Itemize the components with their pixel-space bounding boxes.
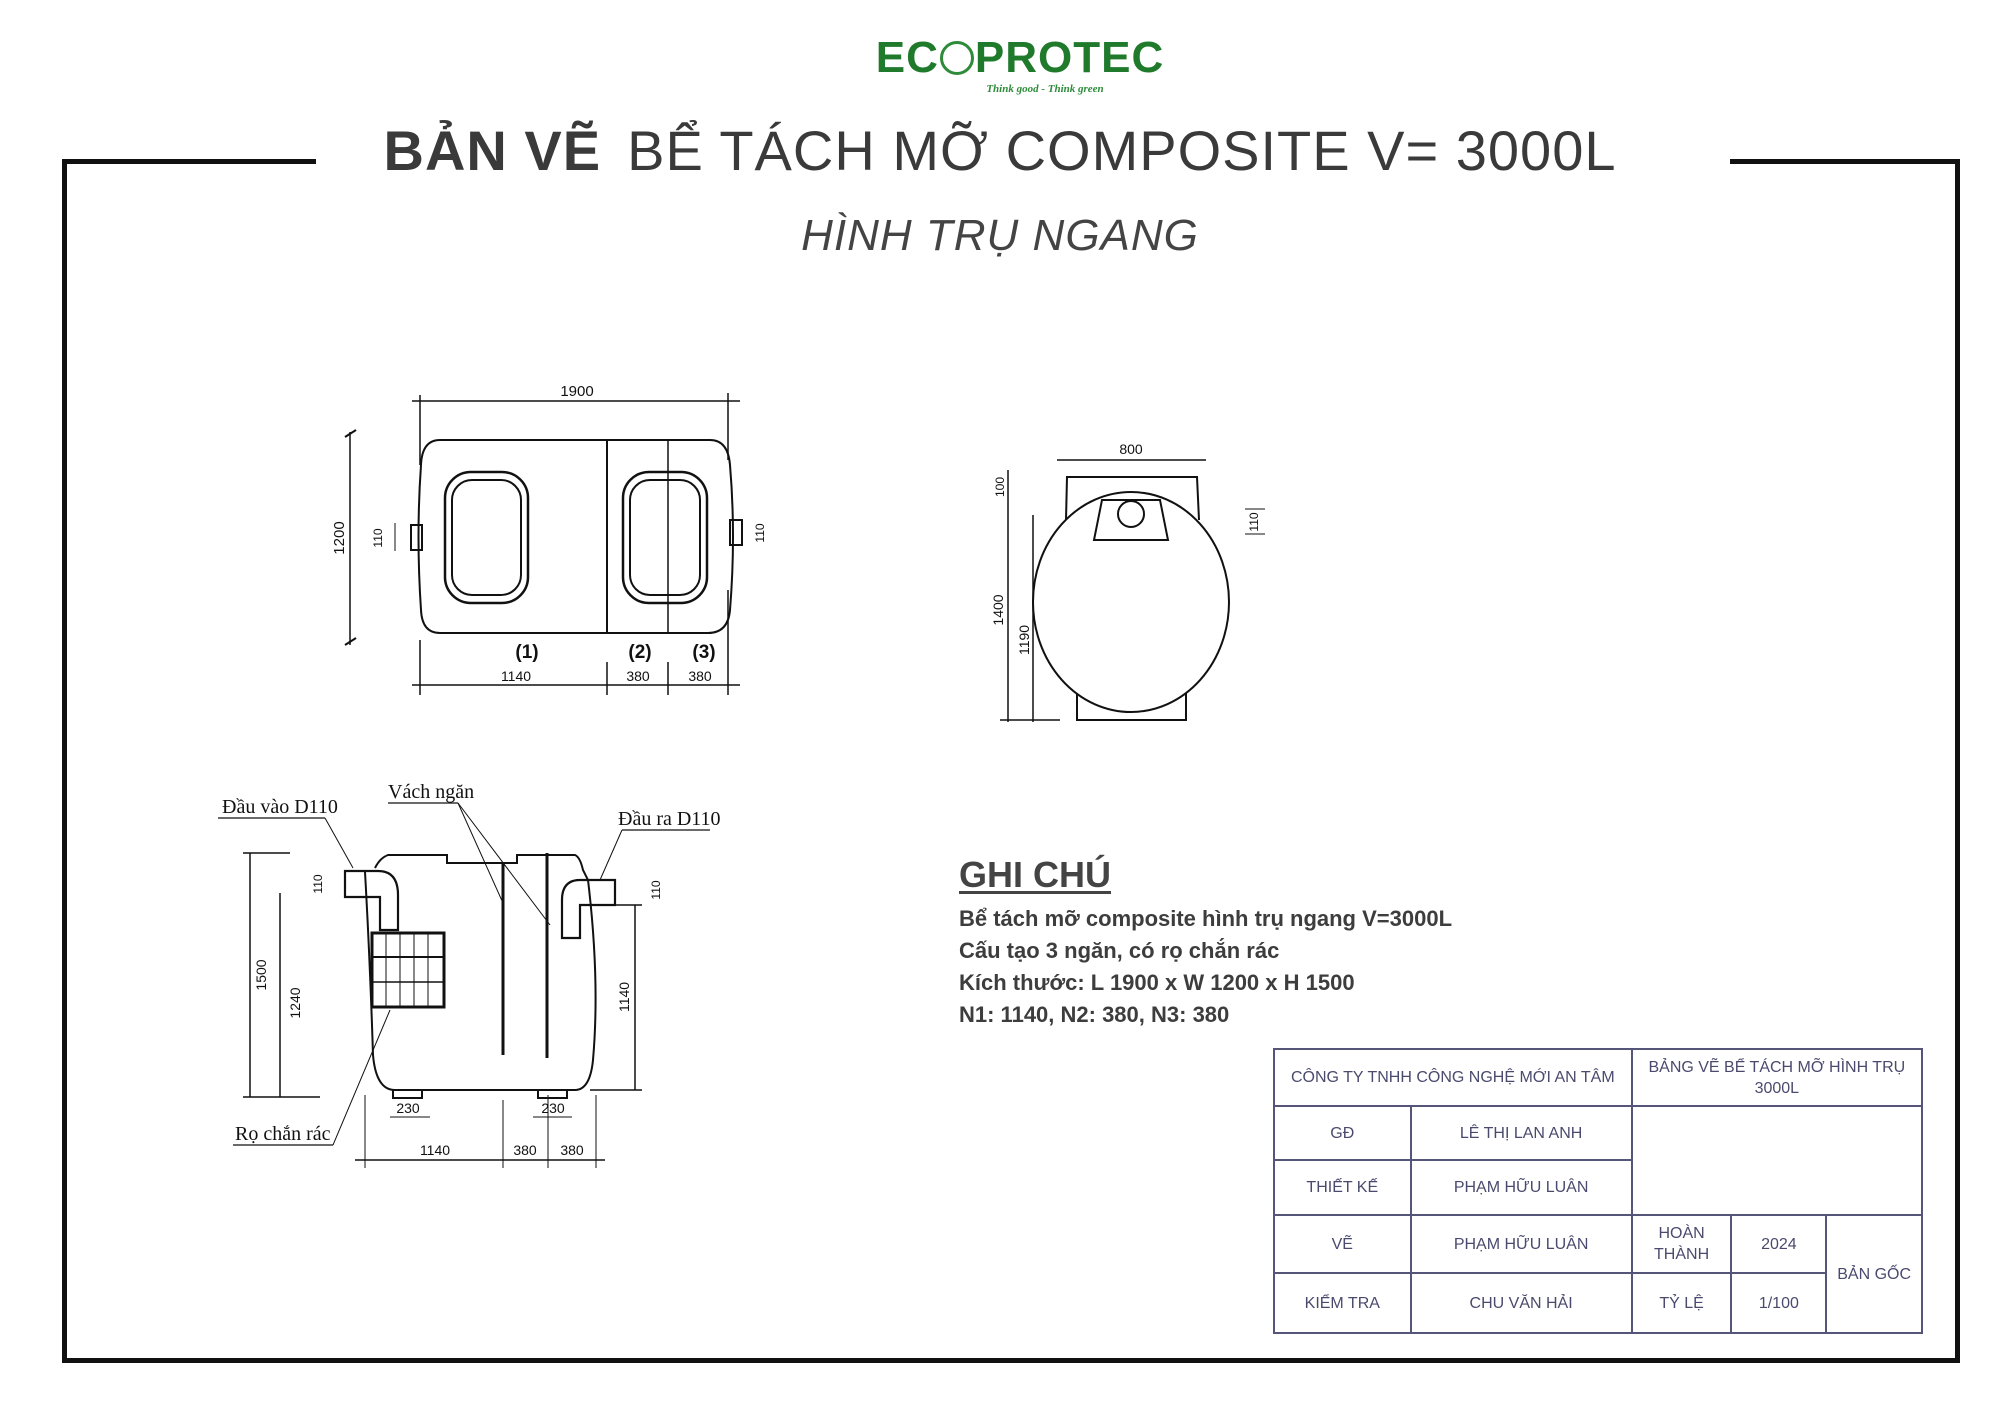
page-title: BẢN VẼ BỂ TÁCH MỠ COMPOSITE V= 3000L [300,118,1700,184]
logo: EC PROTEC Think good - Think green [820,34,1220,106]
dim-section-n3: 380 [560,1142,584,1158]
chamber-3-label: (3) [692,642,715,663]
dim-width: 1200 [331,521,348,554]
logo-text-2: PROTEC [974,33,1165,82]
dim-side-top: 100 [993,477,1007,497]
dim-section-height: 1500 [253,959,269,990]
person-cell: PHẠM HỮU LUÂN [1409,1159,1633,1216]
dim-foot-1: 230 [396,1100,420,1116]
dim-n3: 380 [688,668,712,684]
dim-section-n2: 380 [513,1142,537,1158]
company-name: CÔNG TY TNHH CÔNG NGHỆ MỚI AN TÂM [1273,1048,1633,1107]
dim-section-n1: 1140 [420,1142,450,1158]
dim-side-height: 1400 [990,594,1006,625]
role-cell: THIẾT KẾ [1273,1159,1412,1216]
completed-label: HOÀN THÀNH [1630,1214,1733,1274]
logo-ring-icon [939,41,974,75]
role-cell: VẼ [1273,1214,1412,1274]
note-line: Cấu tạo 3 ngăn, có rọ chắn rác [959,938,1280,963]
chamber-1-label: (1) [515,642,538,663]
role-cell: GĐ [1273,1105,1412,1161]
side-view-drawing [1000,459,1265,722]
top-view-drawing [344,393,743,695]
dim-foot-2: 230 [541,1100,565,1116]
note-line: N1: 1140, N2: 380, N3: 380 [959,1002,1230,1027]
partition-label: Vách ngăn [388,781,474,803]
dim-pipe-out: 110 [753,523,767,542]
drawing-name: BẢNG VẼ BỂ TÁCH MỠ HÌNH TRỤ 3000L [1630,1048,1924,1107]
dim-side-inner: 1190 [1016,625,1032,655]
dim-pipe-in-section: 110 [311,874,325,893]
frame-right [1955,159,1960,1363]
chamber-2-label: (2) [628,642,651,663]
basket-label: Rọ chắn rác [235,1123,331,1145]
note-line: Kích thước: L 1900 x W 1200 x H 1500 [959,970,1355,995]
dim-side-width: 800 [1119,441,1143,457]
note-line: Bể tách mỡ composite hình trụ ngang V=30… [959,906,1453,931]
title-rest: BỂ TÁCH MỠ COMPOSITE V= 3000L [627,119,1617,182]
role-cell: KIỂM TRA [1273,1272,1412,1334]
title-block-table: CÔNG TY TNHH CÔNG NGHỆ MỚI AN TÂM BẢNG V… [1273,1048,1924,1334]
logo-tagline: Think good - Think green [986,83,1104,95]
completed-value: 2024 [1730,1214,1828,1274]
title-bold: BẢN VẼ [383,119,602,182]
scale-value: 1/100 [1730,1272,1828,1334]
dim-inlet-height: 1240 [287,987,303,1018]
frame-top-left [64,159,316,164]
scale-label: TỶ LỆ [1630,1272,1733,1334]
logo-text-1: EC [875,33,939,82]
page-subtitle: HÌNH TRỤ NGANG [801,211,1199,260]
inlet-label: Đầu vào D110 [222,796,338,818]
outlet-label: Đầu ra D110 [618,808,721,830]
dim-n2: 380 [626,668,650,684]
dim-n1: 1140 [501,668,531,684]
frame-left [62,159,67,1363]
blank-cell [1630,1105,1924,1216]
notes-section: GHI CHÚ Bể tách mỡ composite hình trụ ng… [959,853,1559,1031]
original-label: BẢN GỐC [1825,1214,1923,1334]
person-cell: PHẠM HỮU LUÂN [1409,1214,1633,1274]
dim-length: 1900 [560,383,593,400]
dim-side-pipe: 110 [1247,512,1261,531]
frame-top-right [1730,159,1959,164]
dim-outlet-height: 1140 [616,982,632,1012]
frame-bottom [62,1358,1960,1363]
person-cell: LÊ THỊ LAN ANH [1409,1105,1633,1161]
notes-heading: GHI CHÚ [959,854,1111,895]
person-cell: CHU VĂN HẢI [1409,1272,1633,1334]
section-drawing [218,802,710,1168]
dim-pipe-out-section: 110 [649,880,663,899]
dim-pipe-in: 110 [371,528,385,547]
